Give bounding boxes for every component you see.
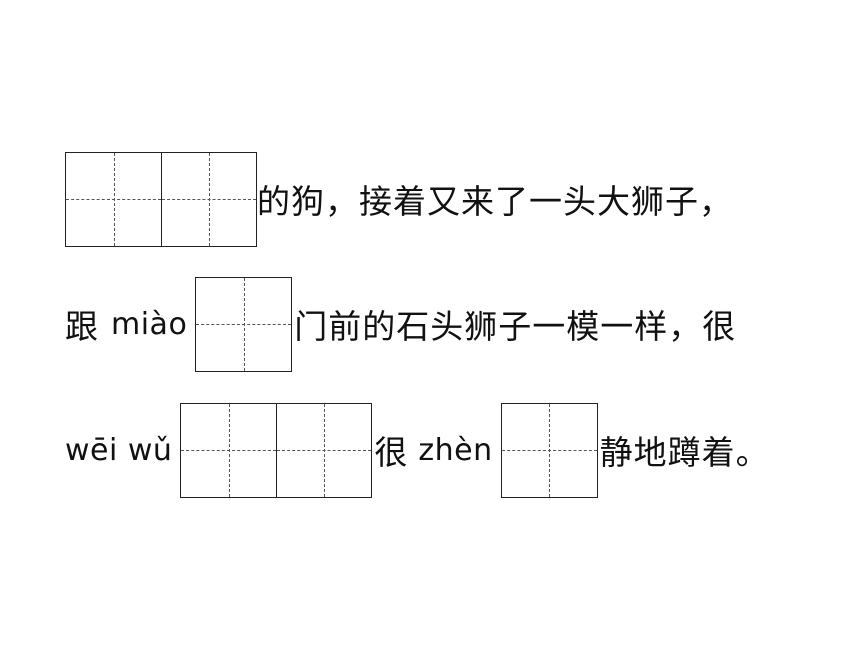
tianzige-cell[interactable] xyxy=(66,152,161,246)
cell-guide-horizontal xyxy=(277,450,372,451)
writing-grid-two-chars[interactable] xyxy=(180,402,373,498)
pinyin-prompt: miào xyxy=(111,306,188,342)
sentence-text: 跟 xyxy=(65,307,99,346)
sentence-line-1: 的狗，接着又来了一头大狮子， xyxy=(65,151,733,247)
tianzige-cell[interactable] xyxy=(276,403,372,497)
sentence-line-2: 跟 miào 门前的石头狮子一模一样，很 xyxy=(65,276,736,372)
tianzige-cell[interactable] xyxy=(161,152,256,246)
sentence-text: 门前的石头狮子一模一样，很 xyxy=(294,307,737,346)
tianzige-cell[interactable] xyxy=(181,403,277,497)
sentence-line-3: wēi wǔ 很 zhèn 静地蹲着。 xyxy=(65,402,770,498)
cell-guide-horizontal xyxy=(162,199,256,200)
sentence-text: 很 xyxy=(374,433,409,472)
cell-guide-horizontal xyxy=(196,324,292,325)
pinyin-prompt: zhèn xyxy=(418,432,493,468)
sentence-text: 静地蹲着。 xyxy=(599,433,770,472)
tianzige-cell[interactable] xyxy=(501,403,597,497)
pinyin-prompt: wēi wǔ xyxy=(65,432,173,468)
sentence-text: 的狗，接着又来了一头大狮子， xyxy=(257,182,733,221)
cell-guide-horizontal xyxy=(66,199,161,200)
writing-grid-one-char[interactable] xyxy=(195,276,293,372)
cell-guide-horizontal xyxy=(181,450,277,451)
tianzige-cell[interactable] xyxy=(196,277,292,371)
writing-grid-two-chars[interactable] xyxy=(65,151,257,247)
writing-grid-one-char[interactable] xyxy=(500,402,598,498)
cell-guide-horizontal xyxy=(501,450,597,451)
